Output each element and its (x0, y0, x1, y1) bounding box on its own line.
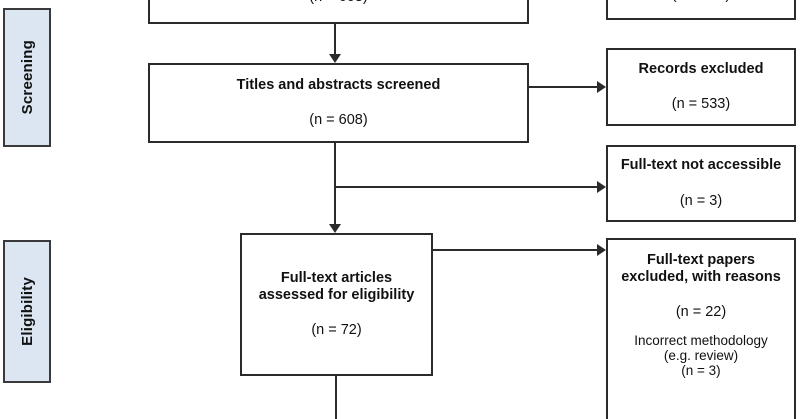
box-duplicates-top-right-count: (n = 766) (672, 0, 730, 5)
box-records-excluded: Records excluded (n = 533) (606, 48, 796, 126)
arrow-assessed-to-excluded (597, 244, 606, 256)
box-fulltext-excluded-count: (n = 22) (675, 304, 727, 321)
stage-label-screening: Screening (3, 8, 51, 147)
box-fulltext-not-accessible-title: Full-text not accessible (620, 157, 782, 174)
box-titles-abstracts-screened-title: Titles and abstracts screened (236, 76, 441, 93)
connector-screened-trunk (334, 143, 336, 225)
arrow-screened-to-records-excluded (597, 81, 606, 93)
box-fulltext-not-accessible-count: (n = 3) (679, 192, 723, 209)
box-titles-abstracts-screened-count: (n = 608) (309, 112, 368, 128)
box-fulltext-excluded-reason-1: Incorrect methodology (e.g. review) (n =… (634, 333, 768, 379)
box-records-screened-top-count: (n = 608) (309, 0, 367, 7)
box-titles-abstracts-screened: Titles and abstracts screened (n = 608) (148, 63, 529, 143)
box-fulltext-excluded: Full-text papers excluded, with reasons … (606, 238, 796, 419)
connector-assessed-to-excluded (433, 249, 598, 251)
box-fulltext-assessed: Full-text articles assessed for eligibil… (240, 233, 433, 376)
box-records-excluded-title: Records excluded (638, 60, 764, 77)
box-fulltext-not-accessible: Full-text not accessible (n = 3) (606, 145, 796, 222)
box-fulltext-excluded-title: Full-text papers excluded, with reasons (621, 252, 781, 286)
connector-assessed-to-included (335, 376, 337, 419)
connector-screened-to-records-excluded (529, 86, 598, 88)
box-fulltext-assessed-title: Full-text articles assessed for eligibil… (258, 269, 415, 303)
connector-trunk-to-not-accessible (335, 186, 598, 188)
box-fulltext-assessed-count: (n = 72) (311, 322, 362, 339)
arrow-trunk-to-not-accessible (597, 181, 606, 193)
box-records-screened-top: (n = 608) (148, 0, 529, 24)
arrow-screened-to-fulltext-assessed (329, 224, 341, 233)
connector-top-to-screened (334, 24, 336, 55)
box-duplicates-top-right: (n = 766) (606, 0, 796, 20)
stage-label-screening-text: Screening (18, 40, 36, 115)
stage-label-eligibility: Eligibility (3, 240, 51, 383)
box-records-excluded-count: (n = 533) (671, 96, 731, 112)
stage-label-eligibility-text: Eligibility (18, 277, 36, 346)
arrow-top-to-screened (329, 54, 341, 63)
